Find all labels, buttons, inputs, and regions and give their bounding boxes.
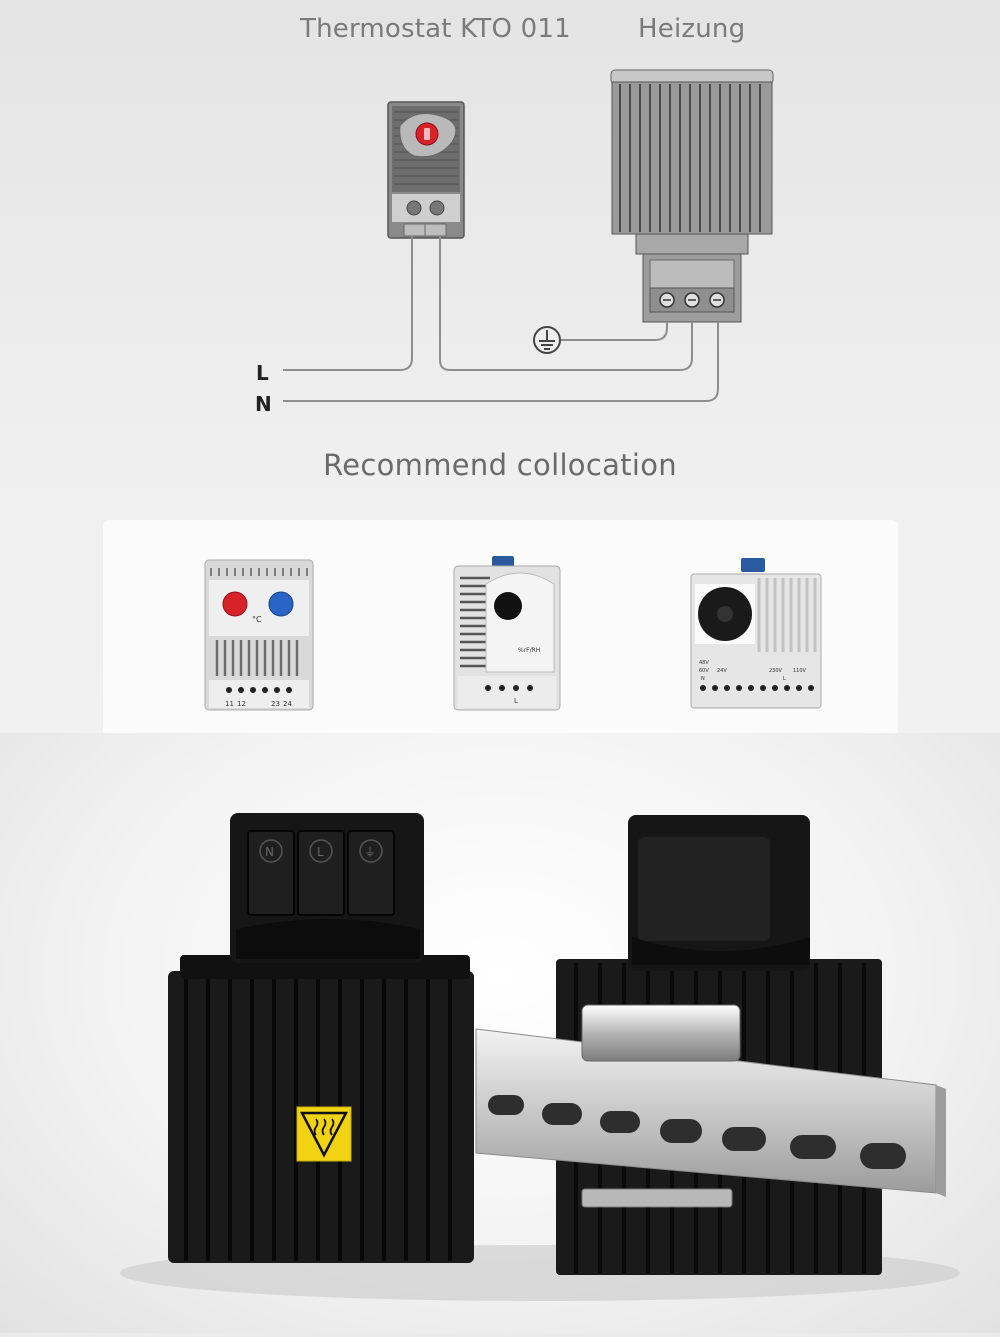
heaters-on-din-rail: N L ⏚ <box>120 813 960 1301</box>
terminal-mark-N: N <box>265 845 274 859</box>
voltage-24v: 24V <box>717 668 727 674</box>
wires <box>283 236 719 402</box>
hygrostat-terminal-L: L <box>514 697 518 705</box>
neutral-label: N <box>255 392 272 416</box>
recommend-title: Recommend collocation <box>323 448 677 482</box>
wiring-diagram-section: Thermostat KTO 011 Heizung <box>0 0 1000 733</box>
din-rail <box>475 1004 946 1208</box>
terminal-11: 11 <box>225 700 234 708</box>
thermostat-device <box>387 101 465 239</box>
terminal-L: L <box>783 676 786 682</box>
hot-surface-warning-icon <box>296 1106 352 1162</box>
hygrostat-unit: %rF/RH <box>518 647 540 654</box>
front-heater: N L ⏚ <box>168 813 474 1263</box>
hygrostat-product[interactable]: %rF/RH L <box>450 554 562 712</box>
terminal-mark-L: L <box>317 845 324 859</box>
voltage-230v: 230V <box>769 668 783 674</box>
voltage-48v: 48V <box>699 660 709 666</box>
voltage-60v: 60V <box>699 668 709 674</box>
wiring-diagram: L N <box>255 69 774 416</box>
line-label: L <box>256 361 269 385</box>
terminal-24: 24 <box>283 700 292 708</box>
heater-device <box>610 69 774 323</box>
voltage-110v: 110V <box>793 668 807 674</box>
heater-label: Heizung <box>638 14 746 44</box>
terminal-mark-ground: ⏚ <box>364 845 376 859</box>
terminal-N: N <box>701 676 705 682</box>
dual-thermostat-unit: °C <box>252 615 262 624</box>
terminal-12: 12 <box>237 700 246 708</box>
thermostat-label: Thermostat KTO 011 <box>300 14 571 44</box>
dual-thermostat-product[interactable]: °C 11 12 23 24 <box>203 558 315 712</box>
earth-ground-icon <box>533 326 561 354</box>
terminal-23: 23 <box>271 700 280 708</box>
product-photo: N L ⏚ <box>0 733 1000 1333</box>
recommend-panel: °C 11 12 23 24 <box>103 520 898 733</box>
electronic-thermostat-product[interactable]: 48V 60V 24V 230V 110V N L <box>689 556 823 710</box>
